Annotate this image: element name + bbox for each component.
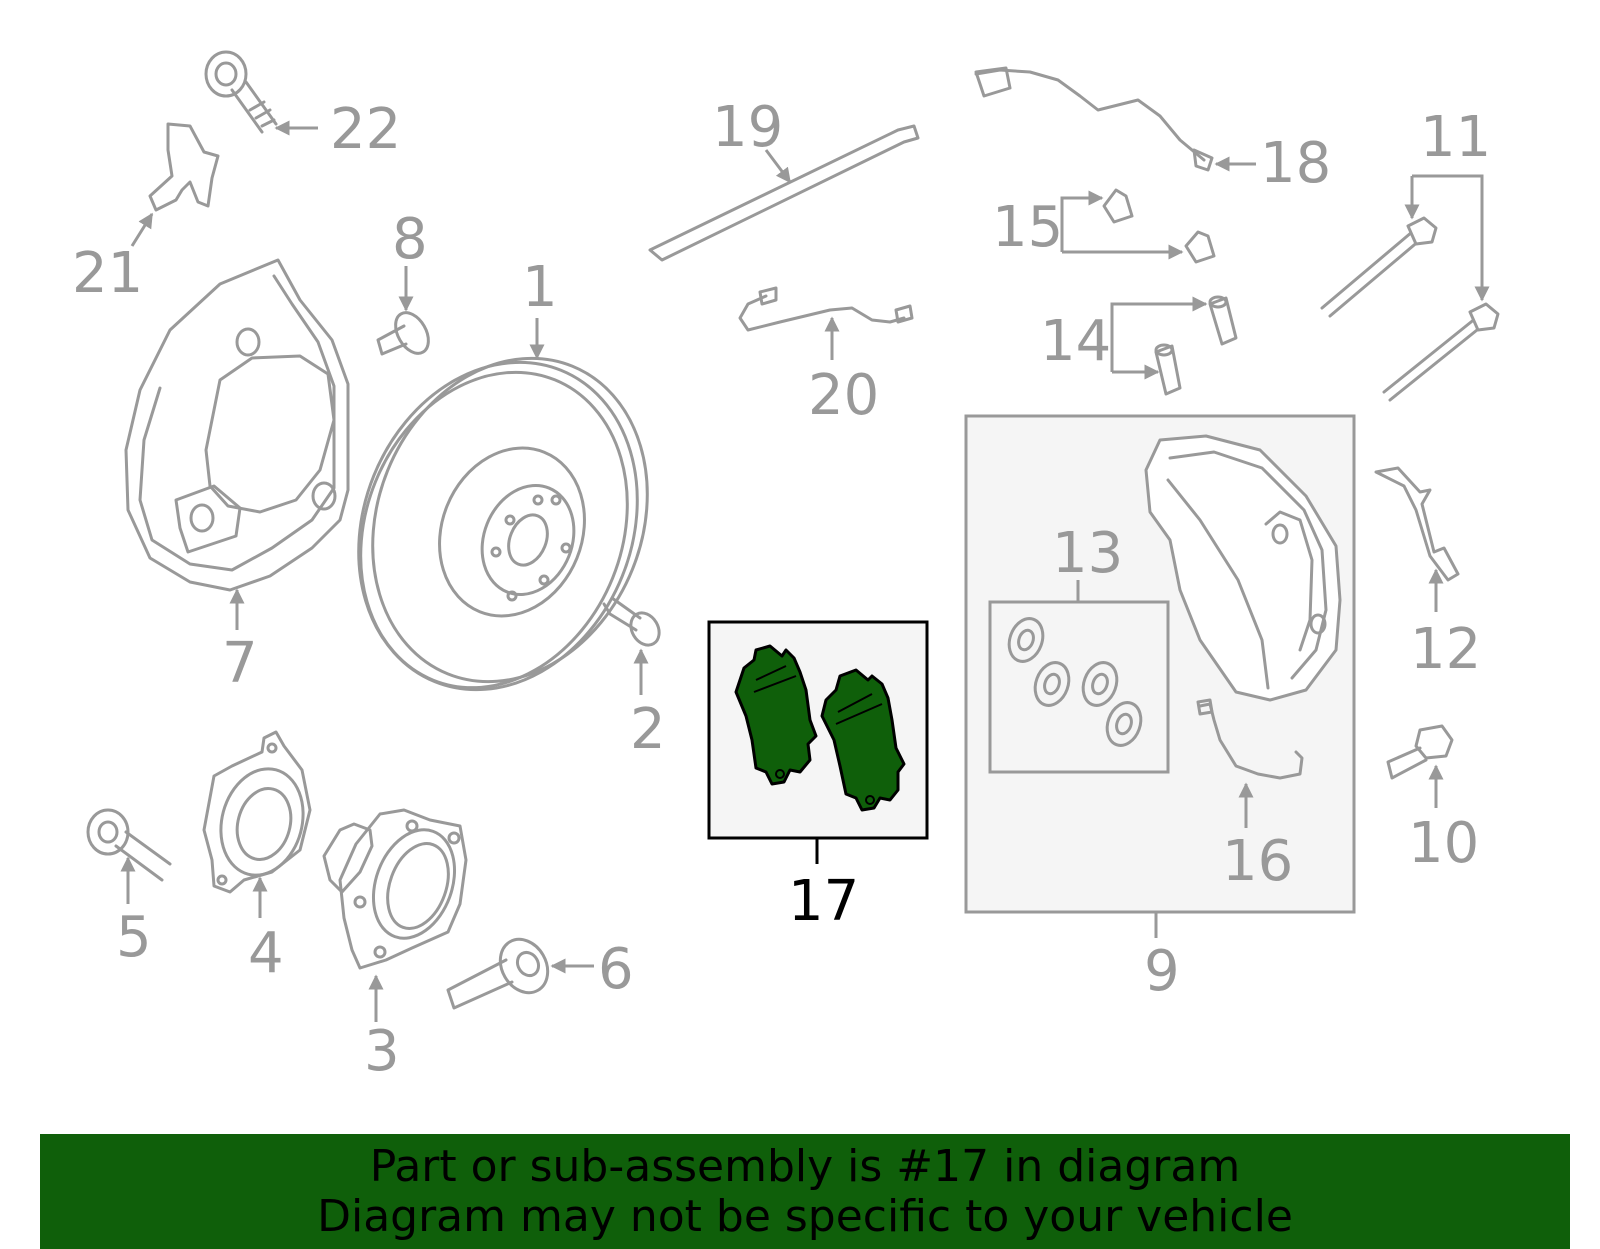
callout-10: 10 <box>1408 811 1479 876</box>
part-16-wear-sensor[interactable] <box>1196 698 1304 780</box>
callout-3: 3 <box>364 1019 400 1084</box>
part-6-bolt[interactable] <box>446 931 557 1010</box>
info-banner: Part or sub-assembly is #17 in diagram D… <box>40 1134 1570 1249</box>
part-5-bolt[interactable] <box>86 808 172 882</box>
callout-19: 19 <box>712 95 783 160</box>
part-21-sensor[interactable] <box>148 122 220 212</box>
part-13-seal-kit[interactable] <box>1003 614 1146 750</box>
banner-line-1: Part or sub-assembly is #17 in diagram <box>369 1141 1241 1192</box>
callout-8: 8 <box>392 207 428 272</box>
part-20-sensor-wire[interactable] <box>738 286 914 332</box>
part-18-harness[interactable] <box>974 66 1214 172</box>
part-9-caliper-kit[interactable] <box>964 414 1356 914</box>
banner-line-2: Diagram may not be specific to your vehi… <box>317 1191 1293 1242</box>
callout-14: 14 <box>1040 309 1111 374</box>
callout-13: 13 <box>1052 521 1123 586</box>
part-4-bearing[interactable] <box>202 730 315 894</box>
callout-5: 5 <box>116 905 152 970</box>
callout-12: 12 <box>1410 617 1481 682</box>
part-17-brake-pads[interactable] <box>707 620 929 840</box>
callout-2: 2 <box>630 697 666 762</box>
callout-20: 20 <box>808 363 879 428</box>
callout-17: 17 <box>788 869 859 934</box>
part-7-splash-shield[interactable] <box>124 258 350 592</box>
part-8-screw[interactable] <box>376 307 435 359</box>
part-10-bolt[interactable] <box>1386 724 1454 780</box>
callout-1: 1 <box>522 255 558 320</box>
callout-22: 22 <box>330 97 401 162</box>
part-12-spring[interactable] <box>1374 466 1460 582</box>
callout-4: 4 <box>248 921 284 986</box>
part-22-bolt[interactable] <box>204 50 278 134</box>
part-1-rotor[interactable] <box>311 317 695 732</box>
callout-9: 9 <box>1144 939 1180 1004</box>
callout-15: 15 <box>992 195 1063 260</box>
callout-7: 7 <box>222 631 258 696</box>
part-3-hub[interactable] <box>322 808 469 970</box>
part-11-bolts[interactable] <box>1320 216 1500 402</box>
callout-6: 6 <box>598 937 634 1002</box>
callout-16: 16 <box>1222 829 1293 894</box>
part-15-clips[interactable] <box>1102 188 1216 264</box>
part-2-screw[interactable] <box>602 596 665 650</box>
callout-21: 21 <box>72 241 143 306</box>
part-14-guide-pins[interactable] <box>1154 295 1238 396</box>
callout-11: 11 <box>1420 105 1491 170</box>
part-19-wear-sensor-wire[interactable] <box>648 124 920 262</box>
callout-18: 18 <box>1260 131 1331 196</box>
